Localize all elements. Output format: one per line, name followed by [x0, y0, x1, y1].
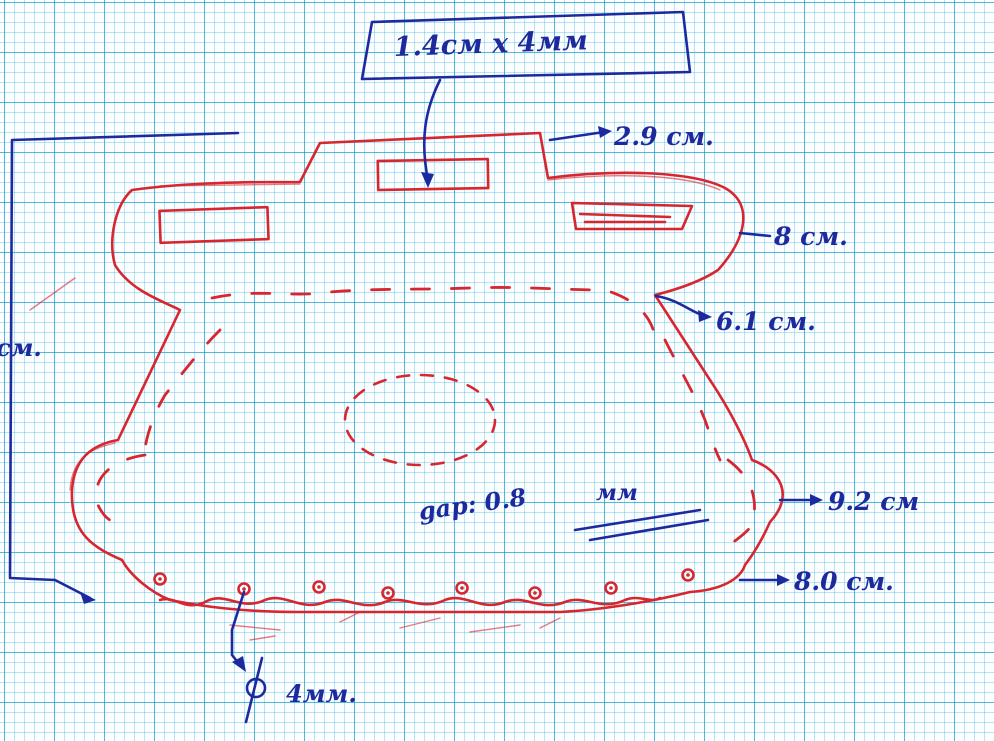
hole — [681, 568, 695, 582]
left-bracket — [8, 131, 240, 600]
arrow-width-top — [548, 130, 606, 142]
top-label-box — [360, 10, 692, 81]
shape-outline — [70, 131, 784, 614]
shape-outline-retrace — [69, 175, 721, 491]
bottom-trim-hatching — [229, 611, 561, 641]
bottom-wavy-trim — [158, 596, 662, 607]
label-width-bottom: 8.0 см. — [793, 567, 894, 596]
label-left-clipped: см. — [0, 333, 42, 362]
label-gap-unit: мм — [596, 480, 638, 506]
label-width-top: 2.9 см. — [613, 122, 714, 151]
label-gap: gap: 0.8 — [417, 482, 528, 526]
top-box-label: 1.4см x 4мм — [393, 25, 588, 63]
slot-center — [376, 157, 490, 192]
hole-row — [153, 568, 695, 600]
hole — [604, 581, 618, 595]
hole — [312, 580, 326, 594]
hole — [528, 586, 542, 600]
label-hole-size: 4мм. — [286, 679, 357, 708]
left-scribble — [29, 277, 76, 311]
label-width-mid: 9.2 см — [828, 487, 919, 516]
inner-dashed-top — [210, 286, 657, 337]
inner-dashed-sides — [143, 328, 722, 462]
hole — [381, 586, 395, 600]
inner-dashed-lower — [95, 453, 756, 547]
slot-left — [158, 205, 270, 245]
center-dashed-ellipse — [343, 373, 497, 467]
slot-right — [570, 201, 694, 231]
left-bracket-arrowhead — [80, 592, 96, 604]
top-label-pointer-head — [421, 172, 434, 188]
top-label-pointer — [422, 78, 442, 182]
hole — [153, 572, 167, 586]
label-height-upper: 8 см. — [773, 222, 848, 251]
arrow-height-upper — [738, 231, 772, 238]
label-right-upper: 6.1 см. — [716, 307, 816, 336]
hole — [455, 581, 469, 595]
gap-underlines — [573, 508, 710, 542]
